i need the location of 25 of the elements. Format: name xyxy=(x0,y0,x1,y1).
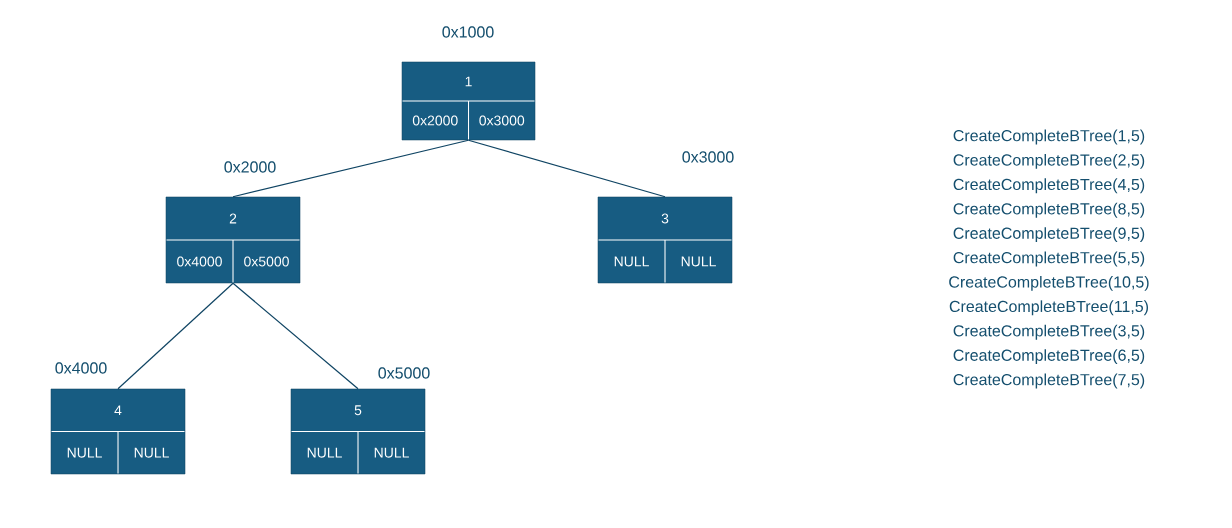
function-call: CreateCompleteBTree(5,5) xyxy=(953,251,1145,267)
address-label: 0x2000 xyxy=(224,161,276,173)
address-label: 0x5000 xyxy=(378,367,430,379)
tree-node: 1 0x2000 0x3000 xyxy=(401,61,536,141)
tree-node: 2 0x4000 0x5000 xyxy=(165,196,301,284)
function-call: CreateCompleteBTree(4,5) xyxy=(953,178,1145,194)
function-call: CreateCompleteBTree(10,5) xyxy=(949,275,1149,291)
address-label: 0x3000 xyxy=(682,151,734,163)
function-call: CreateCompleteBTree(1,5) xyxy=(953,129,1145,145)
connector-line xyxy=(117,282,234,390)
function-call: CreateCompleteBTree(9,5) xyxy=(953,227,1145,243)
tree-node: 4 NULL NULL xyxy=(50,388,186,475)
function-call: CreateCompleteBTree(7,5) xyxy=(953,373,1145,389)
connector-line xyxy=(467,139,666,198)
address-label: 0x1000 xyxy=(442,26,494,38)
address-label: 0x4000 xyxy=(55,362,107,374)
connector-line xyxy=(232,139,470,198)
tree-node: 3 NULL NULL xyxy=(597,196,733,284)
connector-line xyxy=(232,282,359,390)
tree-node: 5 NULL NULL xyxy=(290,388,426,475)
function-call: CreateCompleteBTree(3,5) xyxy=(953,324,1145,340)
function-call: CreateCompleteBTree(11,5) xyxy=(949,300,1148,316)
function-call: CreateCompleteBTree(2,5) xyxy=(953,153,1145,169)
function-call: CreateCompleteBTree(6,5) xyxy=(953,349,1145,365)
function-call: CreateCompleteBTree(8,5) xyxy=(953,202,1145,218)
